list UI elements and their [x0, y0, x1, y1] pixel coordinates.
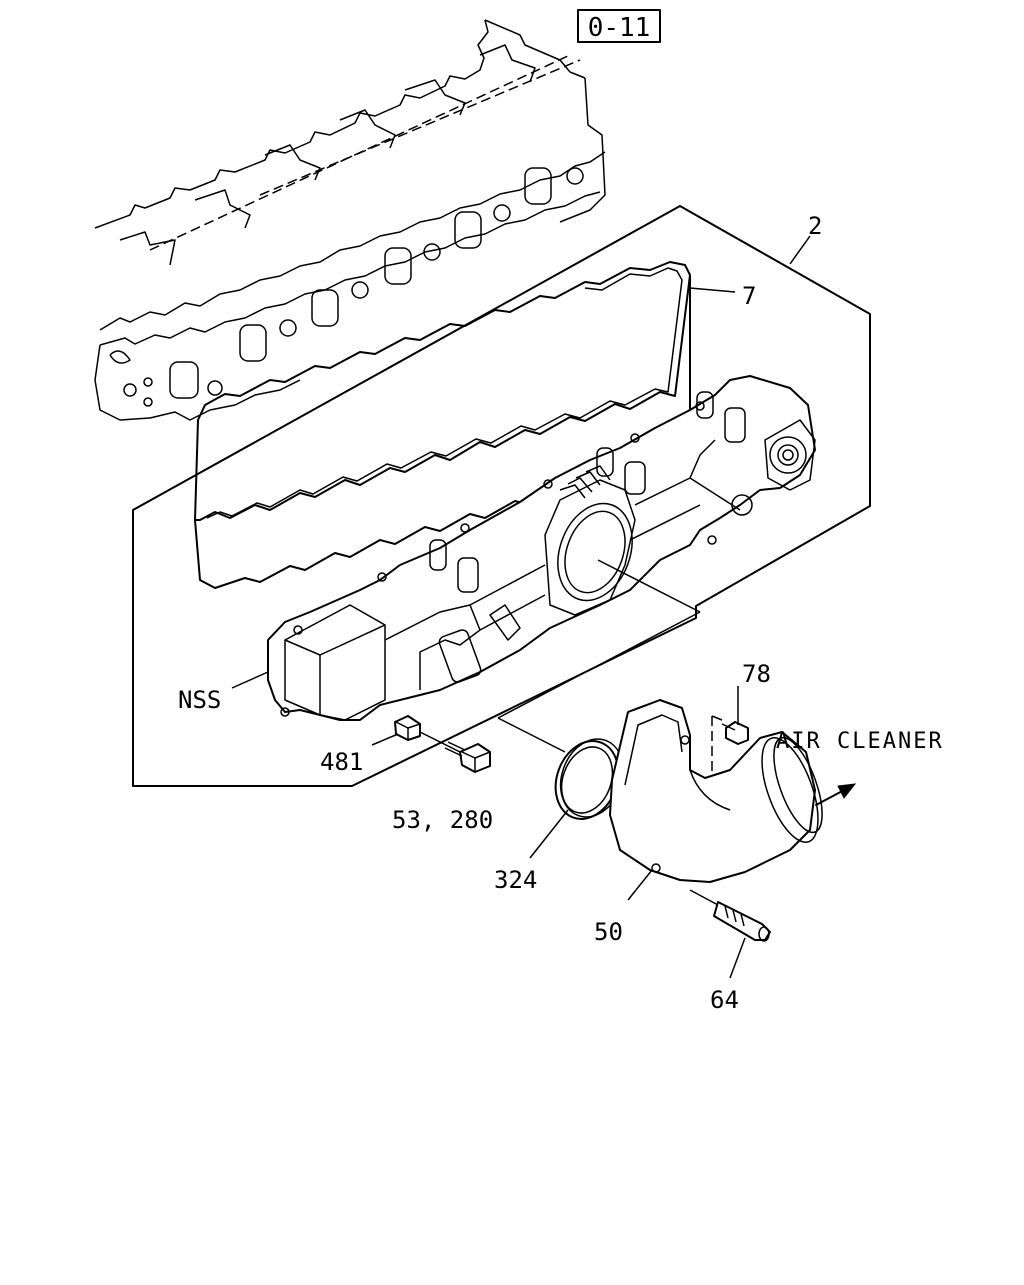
callout-nss: NSS — [178, 686, 221, 714]
stud-481 — [394, 715, 461, 753]
callout-78: 78 — [742, 660, 771, 688]
assembly-bracket — [132, 205, 871, 787]
bolt-53-280 — [444, 741, 491, 773]
stud-64 — [689, 889, 771, 942]
air-cleaner-arrow — [815, 783, 857, 806]
callout-7: 7 — [742, 282, 756, 310]
callout-324: 324 — [494, 866, 537, 894]
callout-50: 50 — [594, 918, 623, 946]
cylinder-head — [94, 19, 606, 421]
callout-64: 64 — [710, 986, 739, 1014]
assembly-guide-line-2 — [497, 717, 566, 753]
air-cleaner-label: AIR CLEANER — [776, 729, 944, 754]
assembly-guide-line — [497, 611, 701, 719]
callout-leaders — [231, 235, 811, 979]
intake-elbow-50 — [609, 699, 823, 883]
bolt-78 — [711, 715, 749, 775]
intake-manifold — [267, 375, 816, 721]
page-reference-label: 0-11 — [588, 13, 651, 43]
callout-2: 2 — [808, 212, 822, 240]
callout-53-280: 53, 280 — [392, 806, 493, 834]
callout-481: 481 — [320, 748, 363, 776]
page-reference: 0-11 — [577, 9, 661, 43]
